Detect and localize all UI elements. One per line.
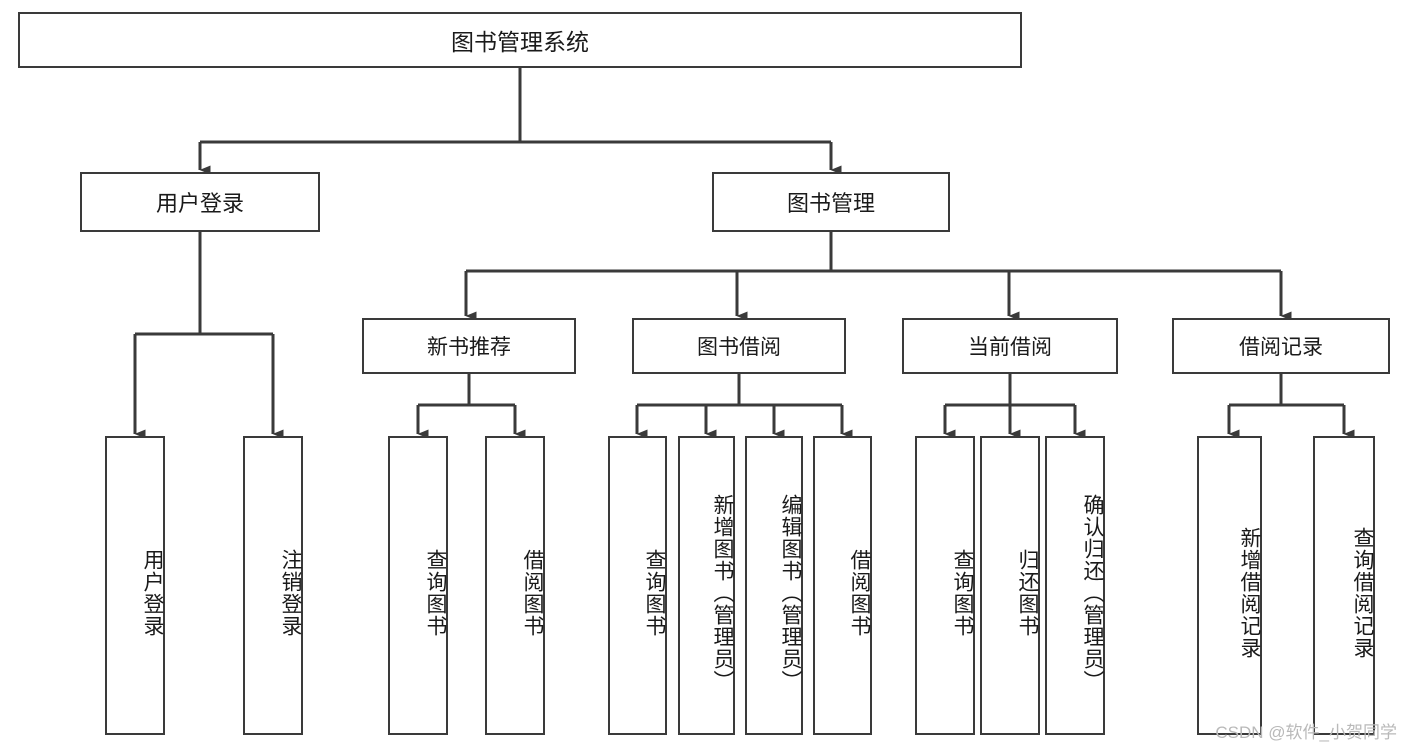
csdn-watermark: CSDN @软件_小贺同学 (1215, 723, 1397, 742)
node-book-borrow[interactable]: 图书借阅 (632, 318, 846, 374)
node-root[interactable]: 图书管理系统 (18, 12, 1022, 68)
node-new-book-recommend[interactable]: 新书推荐 (362, 318, 576, 374)
leaf-borrow-book-2[interactable]: 借阅图书 (813, 436, 872, 735)
leaf-borrow-book-1-label: 借阅图书 (521, 548, 544, 637)
leaf-logout-label: 注销登录 (279, 548, 302, 637)
leaf-add-record[interactable]: 新增借阅记录 (1197, 436, 1262, 735)
leaf-query-book-3-label: 查询图书 (951, 548, 974, 637)
node-new-book-recommend-label: 新书推荐 (427, 336, 511, 359)
node-borrow-record-label: 借阅记录 (1239, 336, 1323, 359)
node-root-label: 图书管理系统 (451, 29, 589, 55)
node-current-borrow[interactable]: 当前借阅 (902, 318, 1118, 374)
leaf-return-book[interactable]: 归还图书 (980, 436, 1040, 735)
node-user-login-label: 用户登录 (155, 191, 244, 216)
leaf-query-book-1[interactable]: 查询图书 (388, 436, 448, 735)
leaf-add-book[interactable]: 新增图书（管理员） (678, 436, 735, 735)
leaf-query-book-1-label: 查询图书 (424, 548, 447, 637)
leaf-query-book-3[interactable]: 查询图书 (915, 436, 975, 735)
leaf-query-record[interactable]: 查询借阅记录 (1313, 436, 1375, 735)
leaf-add-record-label: 新增借阅记录 (1238, 526, 1261, 659)
node-book-manage-label: 图书管理 (786, 191, 875, 216)
node-borrow-record[interactable]: 借阅记录 (1172, 318, 1390, 374)
leaf-confirm-return[interactable]: 确认归还（管理员） (1045, 436, 1105, 735)
leaf-confirm-return-label: 确认归还（管理员） (1081, 493, 1104, 692)
leaf-user-login-label: 用户登录 (141, 548, 164, 637)
leaf-query-record-label: 查询借阅记录 (1351, 526, 1374, 659)
leaf-query-book-2[interactable]: 查询图书 (608, 436, 667, 735)
leaf-query-book-2-label: 查询图书 (643, 548, 666, 637)
leaf-add-book-label: 新增图书（管理员） (711, 493, 734, 692)
node-user-login[interactable]: 用户登录 (80, 172, 320, 232)
leaf-borrow-book-2-label: 借阅图书 (848, 548, 871, 637)
node-current-borrow-label: 当前借阅 (968, 336, 1052, 359)
node-book-manage[interactable]: 图书管理 (712, 172, 950, 232)
leaf-edit-book-label: 编辑图书（管理员） (779, 493, 802, 692)
leaf-user-login[interactable]: 用户登录 (105, 436, 165, 735)
leaf-borrow-book-1[interactable]: 借阅图书 (485, 436, 545, 735)
leaf-return-book-label: 归还图书 (1016, 548, 1039, 637)
leaf-logout[interactable]: 注销登录 (243, 436, 303, 735)
node-book-borrow-label: 图书借阅 (697, 336, 781, 359)
leaf-edit-book[interactable]: 编辑图书（管理员） (745, 436, 803, 735)
